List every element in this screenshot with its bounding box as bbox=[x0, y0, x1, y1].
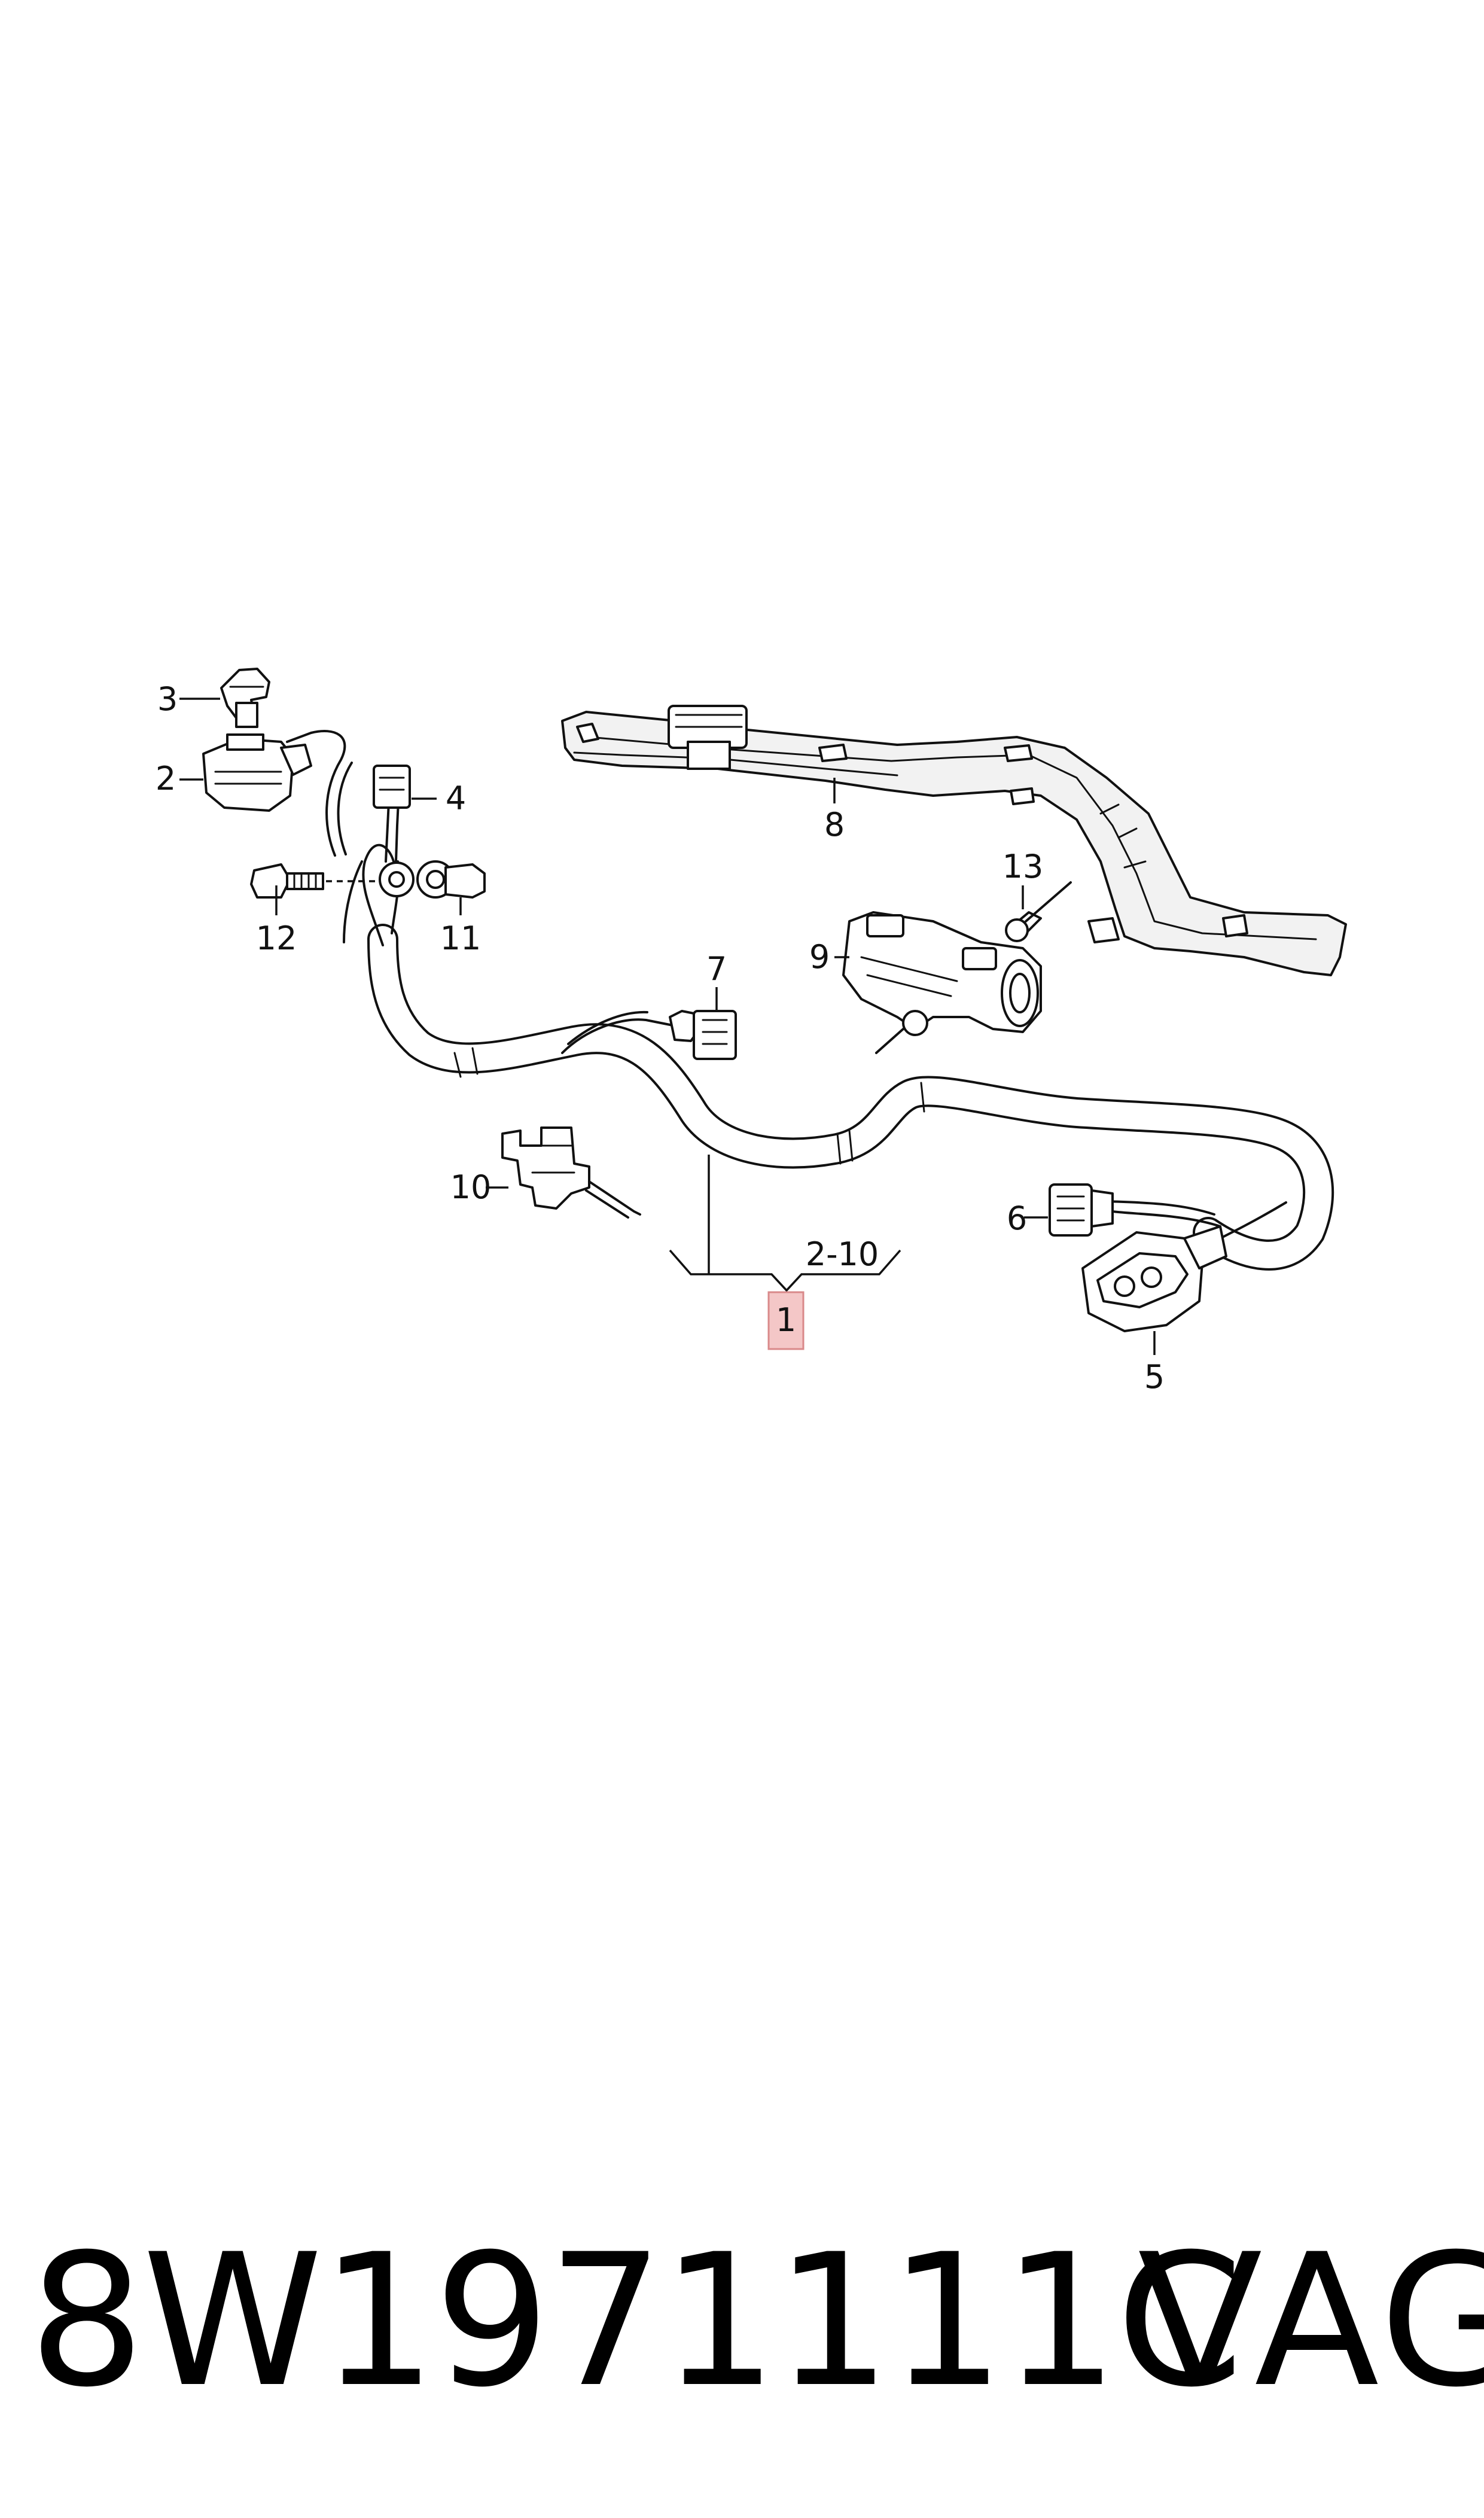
wiring-harness-part-1 bbox=[286, 730, 1334, 1271]
callout-11: 11 bbox=[440, 919, 482, 957]
callout-3: 3 bbox=[157, 680, 178, 718]
callout-9: 9 bbox=[809, 938, 830, 976]
connector-part-6 bbox=[1049, 1183, 1114, 1237]
callout-range: 2-10 bbox=[806, 1235, 879, 1273]
rivet-part-13 bbox=[1005, 881, 1072, 942]
connector-part-7 bbox=[669, 1010, 737, 1060]
callout-labels: 1 2 3 4 5 6 7 8 9 10 11 12 13 2-10 bbox=[156, 680, 1165, 1396]
connector-part-5 bbox=[1081, 1225, 1227, 1332]
leader-lines bbox=[179, 698, 1156, 1355]
callout-10: 10 bbox=[450, 1168, 492, 1206]
callout-5: 5 bbox=[1144, 1358, 1165, 1396]
callout-1-highlight bbox=[767, 1291, 805, 1350]
callout-1: 1 bbox=[776, 1301, 796, 1339]
footer: 8W1971111C VAG bbox=[0, 2196, 1484, 2447]
brand-name: VAG bbox=[1138, 2215, 1484, 2427]
callout-8: 8 bbox=[824, 806, 845, 844]
callout-12: 12 bbox=[256, 919, 297, 957]
callout-6: 6 bbox=[1007, 1199, 1027, 1237]
connector-housing-part-9 bbox=[842, 911, 1042, 1054]
bolt-part-12 bbox=[250, 863, 383, 899]
callout-7: 7 bbox=[706, 950, 727, 988]
cable-tie-part-10 bbox=[501, 1126, 641, 1219]
nut-part-11 bbox=[416, 860, 486, 899]
callout-4: 4 bbox=[446, 780, 466, 817]
clip-part-3 bbox=[220, 668, 270, 728]
connector-part-2 bbox=[202, 733, 312, 812]
ground-eyelet bbox=[379, 861, 415, 897]
connector-part-4 bbox=[373, 765, 411, 809]
callout-2: 2 bbox=[156, 760, 176, 797]
callout-13: 13 bbox=[1002, 848, 1044, 885]
part-number: 8W1971111C bbox=[29, 2215, 1244, 2427]
cable-duct-part-8 bbox=[561, 705, 1347, 976]
